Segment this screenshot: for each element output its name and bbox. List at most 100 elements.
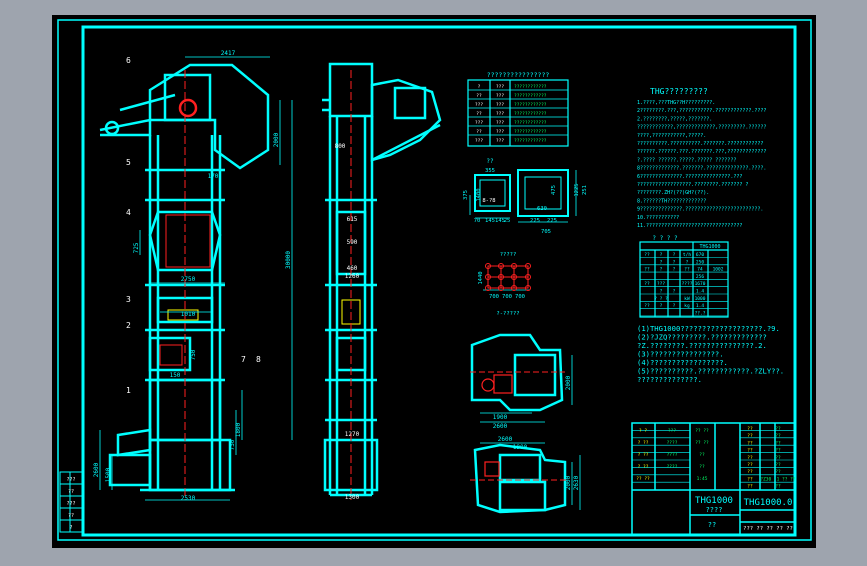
spec-cell: 1.4 — [696, 289, 704, 295]
detail-dimension: 630 — [537, 206, 547, 212]
spec-cell: 1000 — [695, 296, 706, 302]
title-cell: ? ?? — [638, 440, 649, 446]
title-cell: ?? — [747, 448, 753, 454]
spec-cell: 670 — [696, 252, 704, 258]
spec-cell: 1002 — [713, 267, 724, 273]
spec-cell: 256 — [696, 274, 704, 280]
bolt-hole — [485, 274, 491, 280]
title-cell: ?? — [747, 462, 753, 468]
dimension-label: 2530 — [181, 495, 196, 502]
part-number-label: 8 — [256, 355, 261, 364]
parts-table-cell: ??? — [496, 84, 504, 90]
notes-line: 11.???????????????????????????????? — [637, 223, 742, 229]
grid-view-title: ????? — [500, 252, 517, 258]
detail-dimension: 375 — [463, 190, 469, 200]
spec-cell: ?? — [644, 281, 650, 287]
title-cell: ???? — [667, 440, 678, 446]
bolt-hole — [511, 263, 517, 269]
part-number-label: 3 — [126, 295, 131, 304]
title-cell: ?? — [775, 455, 781, 461]
parts-table-cell: ??? — [496, 129, 504, 135]
title-block-grid — [632, 430, 795, 483]
requirement-line: ??????????????. — [637, 375, 702, 384]
dimension-label: 590 — [347, 239, 358, 246]
notes-line: 10.??????????? — [637, 215, 679, 221]
motor-dimension: 2000 — [565, 475, 572, 490]
title-cell: ?? — [775, 426, 781, 432]
spec-cell: ? — [660, 303, 663, 309]
parts-table-cell: ??? — [475, 120, 483, 126]
spec-cell: 74 — [697, 267, 703, 273]
motor-dimension: 2000 — [565, 375, 572, 390]
detail-dimension: 25 — [504, 218, 511, 224]
parts-table-cell: ??? — [496, 120, 504, 126]
notes-title: THG????????? — [650, 87, 708, 96]
requirement-line: (2)?JZQ?????????.????????????? — [637, 333, 767, 342]
dimension-label: 1300 — [345, 494, 360, 501]
title-cell: ?? — [775, 448, 781, 454]
parts-table-cell: ?? — [476, 93, 482, 99]
detail-dimension: 700 — [502, 294, 512, 300]
parts-table-title: ???????????????? — [487, 71, 550, 79]
requirement-line: ?Z.????????.???????????????.2. — [637, 341, 767, 350]
dimension-label: 1500 — [105, 467, 112, 482]
spec-cell: ? — [673, 252, 676, 258]
detail-dimension: 475 — [551, 185, 557, 195]
title-cell: ? ? — [639, 428, 647, 434]
part-number-label: 1 — [126, 386, 131, 395]
spec-cell: ??.? — [695, 310, 706, 316]
notes-line: ??????????????????.????????.??????? ? — [637, 182, 748, 188]
spec-header: THG1000 — [699, 244, 720, 250]
part-number-label: 7 — [241, 355, 246, 364]
dimension-label: 750 — [190, 349, 197, 360]
detail-dimension: 700 — [515, 294, 525, 300]
dimension-label: 2417 — [221, 50, 236, 57]
motor-views — [470, 333, 581, 514]
parts-table-cell: ???????????? — [514, 93, 547, 99]
bolt-hole — [525, 285, 531, 291]
notes-line: ?.???? ??????.?????.????? ??????? — [637, 157, 736, 163]
spec-cell: kg — [684, 303, 690, 309]
parts-table-cell: ???????????? — [514, 138, 547, 144]
title-cell: ?? — [699, 464, 705, 470]
parts-table-cell: ? — [478, 84, 481, 90]
dimension-label: 2750 — [181, 276, 196, 283]
detail-views — [469, 169, 577, 291]
detail-dimension: 251 — [582, 185, 588, 195]
title-cell: ???? — [667, 464, 678, 470]
notes-line: ????????.ZH?(??)GH?(??). — [637, 190, 709, 196]
dimension-label: 800 — [335, 143, 346, 150]
detail-dimension: 145 — [495, 218, 505, 224]
spec-table-grid — [640, 257, 728, 317]
notes-line: ????,???????????,?????. — [637, 133, 706, 139]
parts-table-cell: ?? — [476, 111, 482, 117]
parts-table-cell: ???????????? — [514, 129, 547, 135]
left-strip-table — [59, 471, 83, 533]
part-number-label: 6 — [126, 56, 131, 65]
detail-dimension: 225 — [547, 218, 557, 224]
left-strip-label: ? — [69, 525, 72, 531]
dimension-label: 2600 — [93, 462, 100, 477]
parts-table-cell: ?? — [476, 129, 482, 135]
detail-dimension: 700 — [489, 294, 499, 300]
parts-table-cell: ??? — [496, 138, 504, 144]
title-footer: ??? ?? ?? ?? ?? — [743, 526, 793, 532]
spec-cell: kW — [684, 296, 690, 302]
drawing-number: THG1000 — [695, 496, 733, 506]
title-cell: ?? ?? — [695, 440, 709, 446]
spec-cell: ? — [686, 259, 689, 265]
requirement-line: (1)THG1000???????????????????.?9. — [637, 324, 780, 333]
dimension-label: 170 — [208, 173, 219, 180]
detail-dimension: 705 — [541, 229, 551, 235]
notes-line: 1.????,???THG??H?????????. — [637, 100, 715, 106]
technical-notes: THG?????????1.????,???THG??H?????????.2?… — [637, 87, 766, 229]
bolt-hole — [498, 285, 504, 291]
dimension-label: 750 — [229, 439, 236, 450]
title-cell: ? ?? — [638, 464, 649, 470]
